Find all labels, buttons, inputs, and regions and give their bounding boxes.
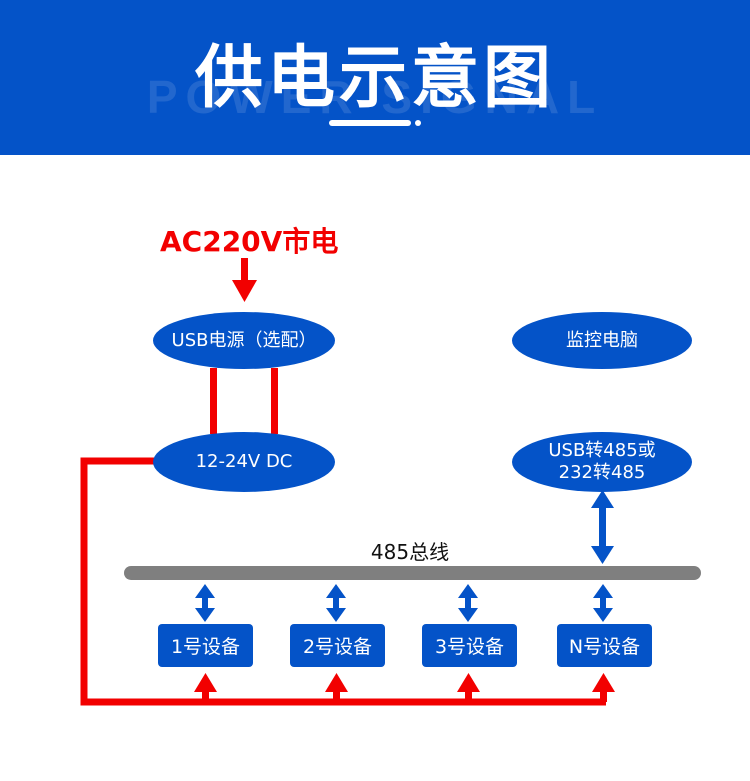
power-wire-left (210, 368, 217, 434)
monitor-pc-label: 监控电脑 (566, 329, 638, 351)
usb-power-label: USB电源（选配） (171, 329, 317, 351)
device-3: 3号设备 (422, 624, 517, 667)
header-banner: POWER SIGNAL 供电示意图 (0, 0, 750, 155)
device-2: 2号设备 (290, 624, 385, 667)
device-1: 1号设备 (158, 624, 253, 667)
bus-label: 485总线 (370, 540, 450, 564)
device-arrow-3 (458, 584, 478, 622)
rs485-bus (124, 566, 701, 580)
power-arrow-n (592, 673, 615, 702)
power-feed-line (80, 457, 606, 706)
dc-supply-label: 12-24V DC (195, 451, 293, 472)
device-n: N号设备 (557, 624, 652, 667)
title-underline (329, 120, 411, 126)
power-arrow-1 (194, 673, 217, 702)
converter-label-2: 232转485 (558, 462, 646, 483)
dc-supply-node: 12-24V DC (153, 432, 335, 492)
monitor-pc-node: 监控电脑 (512, 312, 692, 369)
page-title: 供电示意图 (194, 39, 555, 118)
power-arrow-3 (457, 673, 480, 702)
usb-power-node: USB电源（选配） (153, 312, 335, 369)
watermark: POWER SIGNAL (146, 71, 604, 123)
mains-label: AC220V市电 (160, 225, 339, 258)
power-arrows (194, 673, 615, 702)
device-arrow-n (593, 584, 613, 622)
mains-arrow (232, 258, 257, 302)
converter-bus-arrow (591, 490, 614, 564)
converter-label-1: USB转485或 (548, 440, 656, 461)
power-arrow-2 (325, 673, 348, 702)
title-dot (415, 120, 421, 126)
power-wire-right (271, 368, 278, 434)
device-arrow-2 (326, 584, 346, 622)
device-arrow-1 (195, 584, 215, 622)
